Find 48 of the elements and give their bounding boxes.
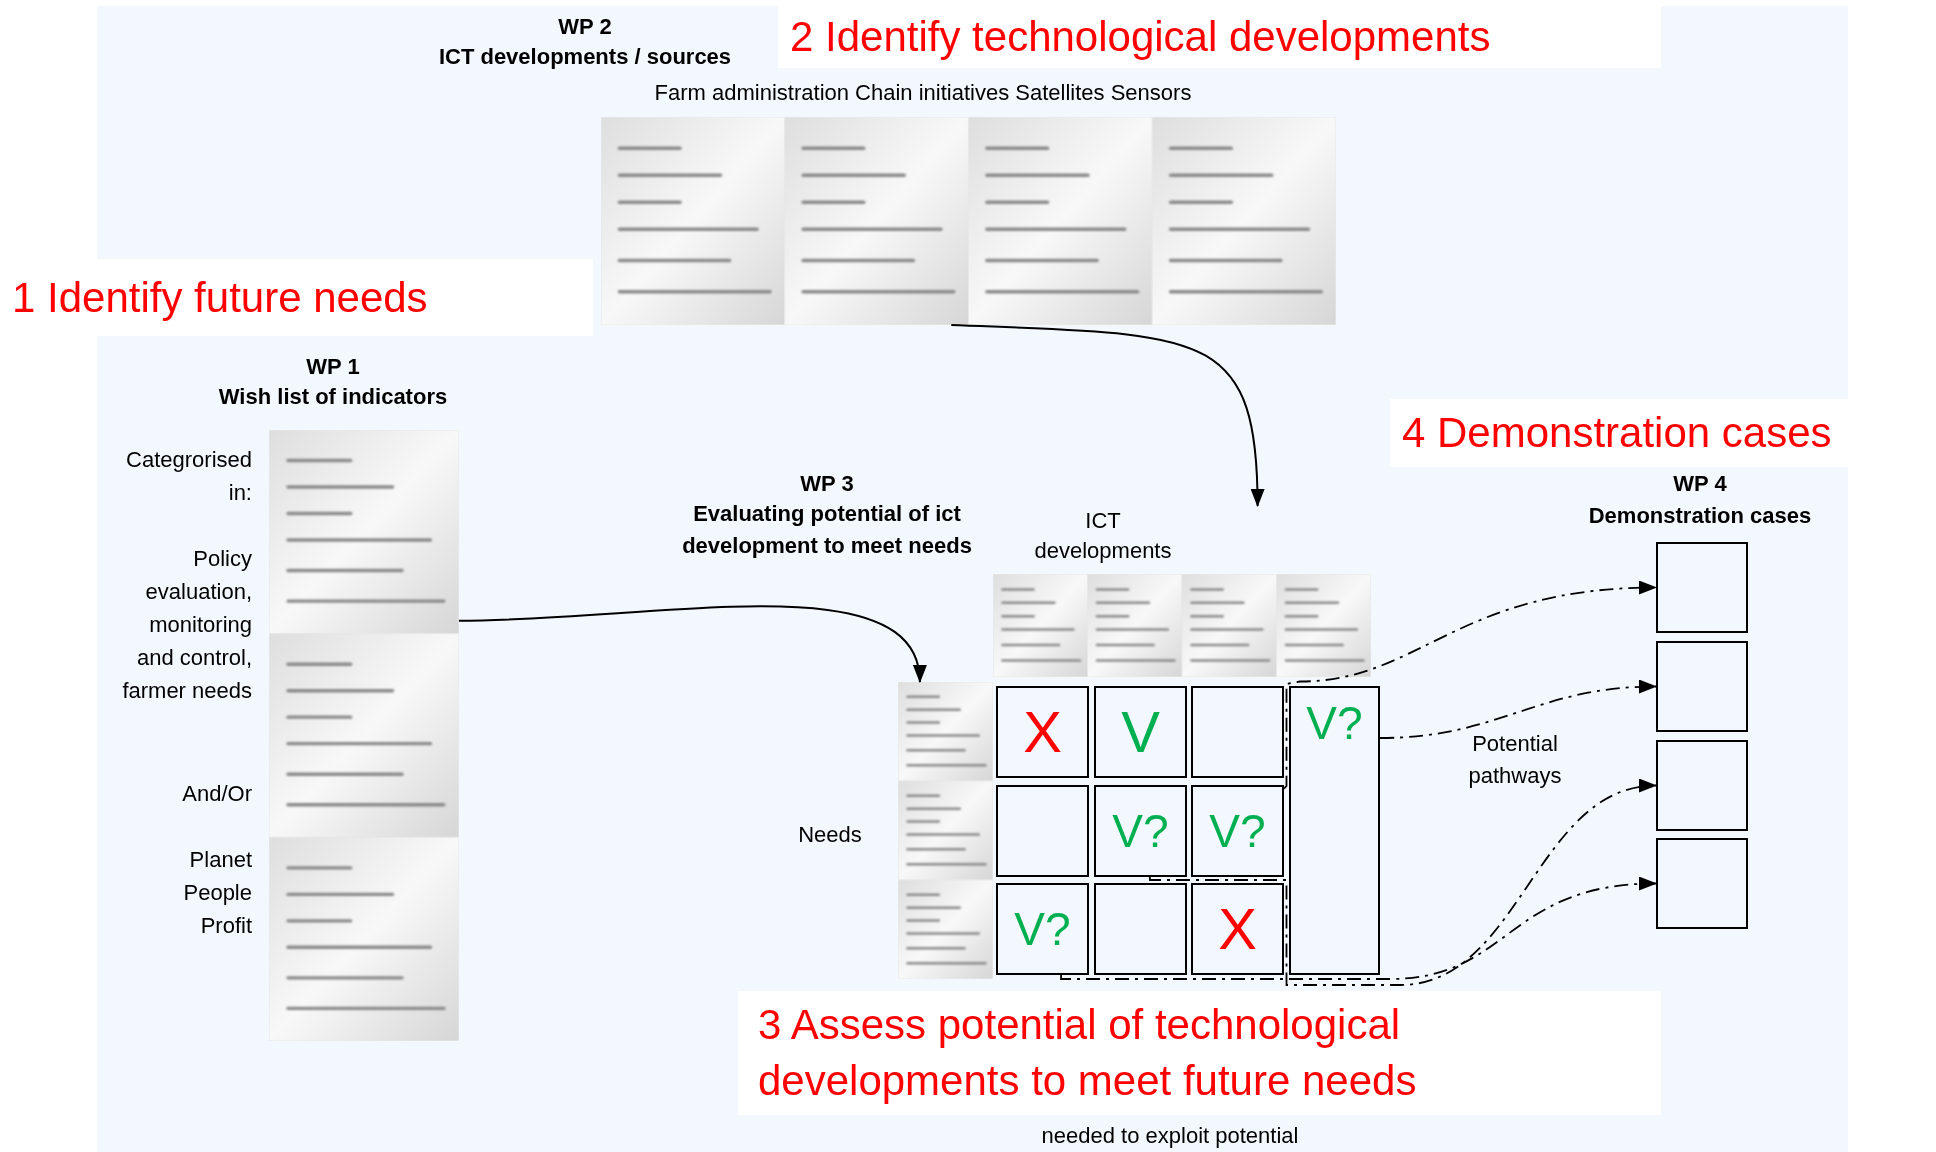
pathway-arrow bbox=[1283, 581, 1657, 790]
assessment-mark: X bbox=[1218, 900, 1257, 958]
column-heading: ICT developments bbox=[1033, 507, 1173, 565]
work-package-label: WP 1 bbox=[305, 353, 361, 381]
pathway-arrow bbox=[1379, 680, 1657, 739]
case-box bbox=[1656, 641, 1748, 732]
assessment-mark: V? bbox=[1014, 906, 1071, 952]
matrix-cell bbox=[1289, 686, 1380, 975]
arrow bbox=[458, 605, 924, 683]
case-box bbox=[1656, 740, 1748, 831]
pathway-arrow bbox=[1060, 877, 1657, 980]
matrix-cell bbox=[996, 883, 1089, 975]
assessment-mark: X bbox=[1023, 703, 1062, 761]
source-list: Farm administration Chain initiatives Satellites Sensors bbox=[560, 78, 1286, 108]
matrix-cell bbox=[996, 785, 1089, 877]
pathway-arrow bbox=[1148, 780, 1657, 986]
work-package-title: Evaluating potential of ict development to meet needs bbox=[681, 500, 973, 560]
assessment-mark: V bbox=[1121, 703, 1160, 761]
step-title: 3 Assess potential of technological developments to meet future needs bbox=[758, 1000, 1418, 1106]
matrix-cell bbox=[1191, 785, 1284, 877]
matrix-cell bbox=[1191, 686, 1284, 778]
matrix-cell bbox=[1094, 883, 1187, 975]
row-heading: Needs bbox=[797, 821, 863, 849]
assessment-mark: V? bbox=[1209, 808, 1266, 854]
arrow bbox=[950, 324, 1265, 507]
category-note: Planet People Profit bbox=[182, 846, 252, 940]
step-title: 4 Demonstration cases bbox=[1402, 408, 1832, 458]
case-box bbox=[1656, 542, 1748, 633]
matrix-cell bbox=[1094, 686, 1187, 778]
assessment-mark: V? bbox=[1112, 808, 1169, 854]
work-package-label: WP 4 bbox=[1672, 470, 1728, 498]
footnote: needed to exploit potential bbox=[1040, 1122, 1300, 1150]
step-title: 1 Identify future needs bbox=[12, 272, 428, 323]
work-package-title: Demonstration cases bbox=[1587, 502, 1813, 530]
category-note: Policy evaluation, monitoring and control, farmer needs bbox=[122, 545, 252, 705]
work-package-label: WP 2 bbox=[557, 13, 613, 41]
category-note: And/Or bbox=[181, 780, 252, 808]
pathway-label: Potential pathways bbox=[1467, 730, 1563, 790]
category-note: Categrorised in: bbox=[125, 446, 252, 507]
matrix-cell bbox=[996, 686, 1089, 778]
work-package-title: ICT developments / sources bbox=[437, 43, 733, 71]
matrix-cell bbox=[1191, 883, 1284, 975]
case-box bbox=[1656, 838, 1748, 929]
work-package-label: WP 3 bbox=[799, 470, 855, 498]
work-package-title: Wish list of indicators bbox=[217, 383, 449, 411]
assessment-mark: V? bbox=[1306, 700, 1363, 746]
matrix-cell bbox=[1094, 785, 1187, 877]
step-title: 2 Identify technological developments bbox=[790, 12, 1491, 62]
